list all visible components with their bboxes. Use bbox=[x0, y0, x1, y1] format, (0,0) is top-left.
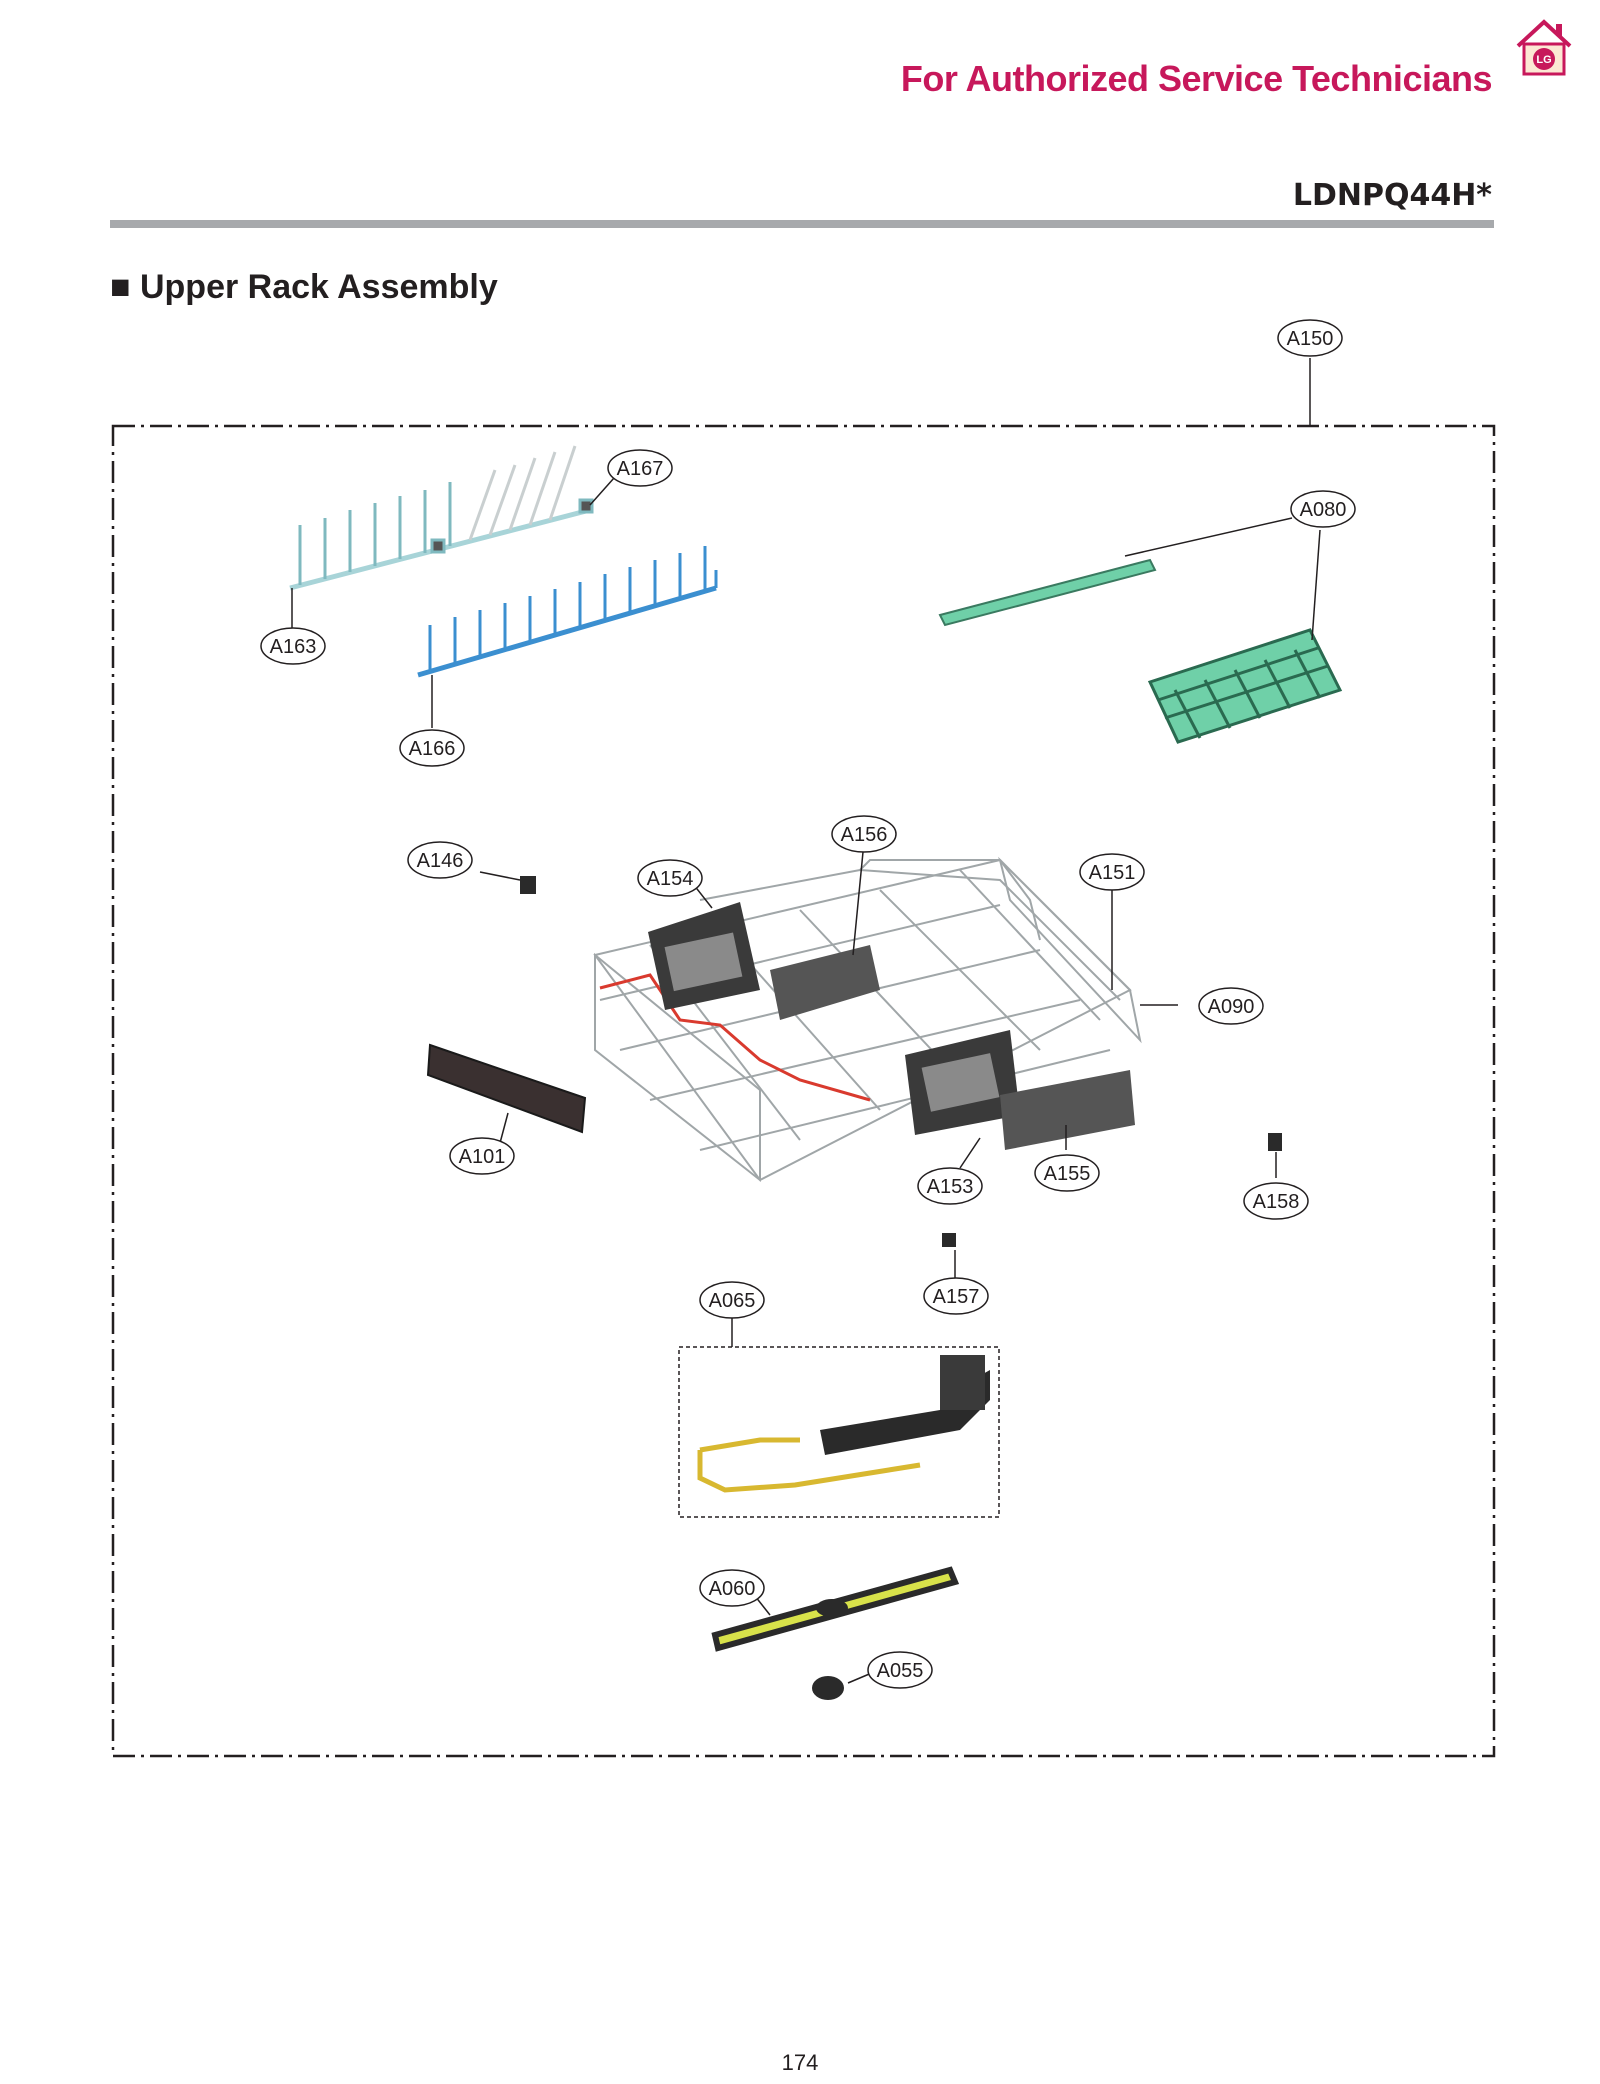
tine-row-a166 bbox=[417, 546, 718, 678]
svg-text:A055: A055 bbox=[877, 1660, 924, 1682]
callout-a065: A065 bbox=[699, 1281, 765, 1319]
svg-text:A155: A155 bbox=[1044, 1163, 1091, 1185]
callout-a101: A101 bbox=[449, 1137, 515, 1175]
callout-a146: A146 bbox=[407, 841, 473, 879]
page-number: 174 bbox=[781, 2050, 819, 2075]
callout-a157: A157 bbox=[923, 1277, 989, 1315]
svg-text:A080: A080 bbox=[1300, 499, 1347, 521]
callout-a155: A155 bbox=[1034, 1154, 1100, 1192]
svg-text:A154: A154 bbox=[647, 868, 694, 890]
assembly-boundary bbox=[111, 424, 1496, 1758]
svg-text:A166: A166 bbox=[409, 738, 456, 760]
part-a157 bbox=[942, 1233, 956, 1247]
callout-a150: A150 bbox=[1277, 319, 1343, 357]
svg-text:A157: A157 bbox=[933, 1286, 980, 1308]
svg-text:A065: A065 bbox=[709, 1290, 756, 1312]
page-header-title: For Authorized Service Technicians bbox=[900, 58, 1493, 99]
folding-tine-row-a167 bbox=[289, 445, 594, 591]
part-a055 bbox=[812, 1676, 844, 1700]
part-a065-manifold bbox=[820, 1370, 990, 1455]
part-a101 bbox=[426, 1043, 587, 1134]
callout-a060: A060 bbox=[699, 1569, 765, 1607]
svg-text:A156: A156 bbox=[841, 824, 888, 846]
callout-a080: A080 bbox=[1290, 490, 1356, 528]
callout-a153: A153 bbox=[917, 1167, 983, 1205]
section-title: ■ Upper Rack Assembly bbox=[110, 268, 498, 306]
svg-text:A167: A167 bbox=[617, 458, 664, 480]
callout-a158: A158 bbox=[1243, 1182, 1309, 1220]
cup-shelf-a080 bbox=[938, 558, 1343, 744]
svg-text:A090: A090 bbox=[1208, 996, 1255, 1018]
lg-home-logo-icon: LG bbox=[1516, 19, 1572, 76]
part-a156 bbox=[770, 945, 880, 1020]
part-a065-conduit bbox=[697, 1450, 921, 1493]
callout-a163: A163 bbox=[260, 627, 326, 665]
svg-text:A060: A060 bbox=[709, 1578, 756, 1600]
svg-text:A153: A153 bbox=[927, 1176, 974, 1198]
model-number: LDNPQ44H* bbox=[1292, 178, 1492, 213]
part-a146 bbox=[520, 876, 536, 894]
svg-text:LG: LG bbox=[1536, 54, 1551, 66]
svg-text:A150: A150 bbox=[1287, 328, 1334, 350]
part-a155 bbox=[1000, 1070, 1135, 1150]
rail-red bbox=[599, 973, 871, 1102]
callout-a090: A090 bbox=[1198, 987, 1264, 1025]
callout-a166: A166 bbox=[399, 729, 465, 767]
callout-a167: A167 bbox=[607, 449, 673, 487]
callout-a151: A151 bbox=[1079, 853, 1145, 891]
svg-text:A163: A163 bbox=[270, 636, 317, 658]
callout-a154: A154 bbox=[637, 859, 703, 897]
svg-text:A101: A101 bbox=[459, 1146, 506, 1168]
part-a158 bbox=[1268, 1133, 1282, 1151]
svg-text:A146: A146 bbox=[417, 850, 464, 872]
callout-a055: A055 bbox=[867, 1651, 933, 1689]
header-divider bbox=[110, 220, 1494, 228]
svg-text:A151: A151 bbox=[1089, 862, 1136, 884]
callout-a156: A156 bbox=[831, 815, 897, 853]
svg-text:A158: A158 bbox=[1253, 1191, 1300, 1213]
